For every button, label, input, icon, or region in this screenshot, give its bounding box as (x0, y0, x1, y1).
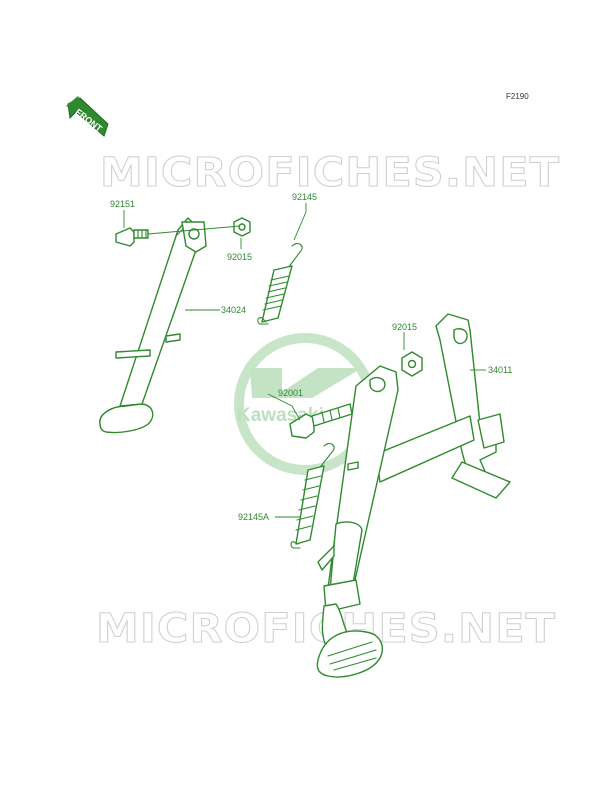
label-92001: 92001 (278, 388, 303, 398)
label-92015-right: 92015 (392, 322, 417, 332)
label-92145: 92145 (292, 192, 317, 202)
label-34011: 34011 (488, 365, 512, 375)
label-92151: 92151 (110, 199, 135, 209)
bolt-92001 (289, 403, 353, 439)
leader-lines (123, 203, 486, 518)
figure-number: F2190 (506, 92, 529, 101)
part-labels: 92151 92015 92145 34024 92015 34011 9200… (110, 192, 512, 522)
nut-92015-right (401, 351, 423, 377)
front-arrow-icon: FRONT (66, 96, 109, 137)
label-34024: 34024 (221, 305, 246, 315)
label-92145A: 92145A (238, 512, 269, 522)
watermark-top: MICROFICHES.NET (100, 150, 560, 196)
spring-92145 (257, 243, 303, 325)
label-92015-left: 92015 (227, 252, 252, 262)
center-stand-34011 (316, 313, 511, 678)
side-stand-34024 (99, 217, 207, 434)
nut-92015-left (233, 217, 251, 237)
spring-92145A (290, 443, 335, 549)
bolt-92151 (115, 227, 149, 247)
